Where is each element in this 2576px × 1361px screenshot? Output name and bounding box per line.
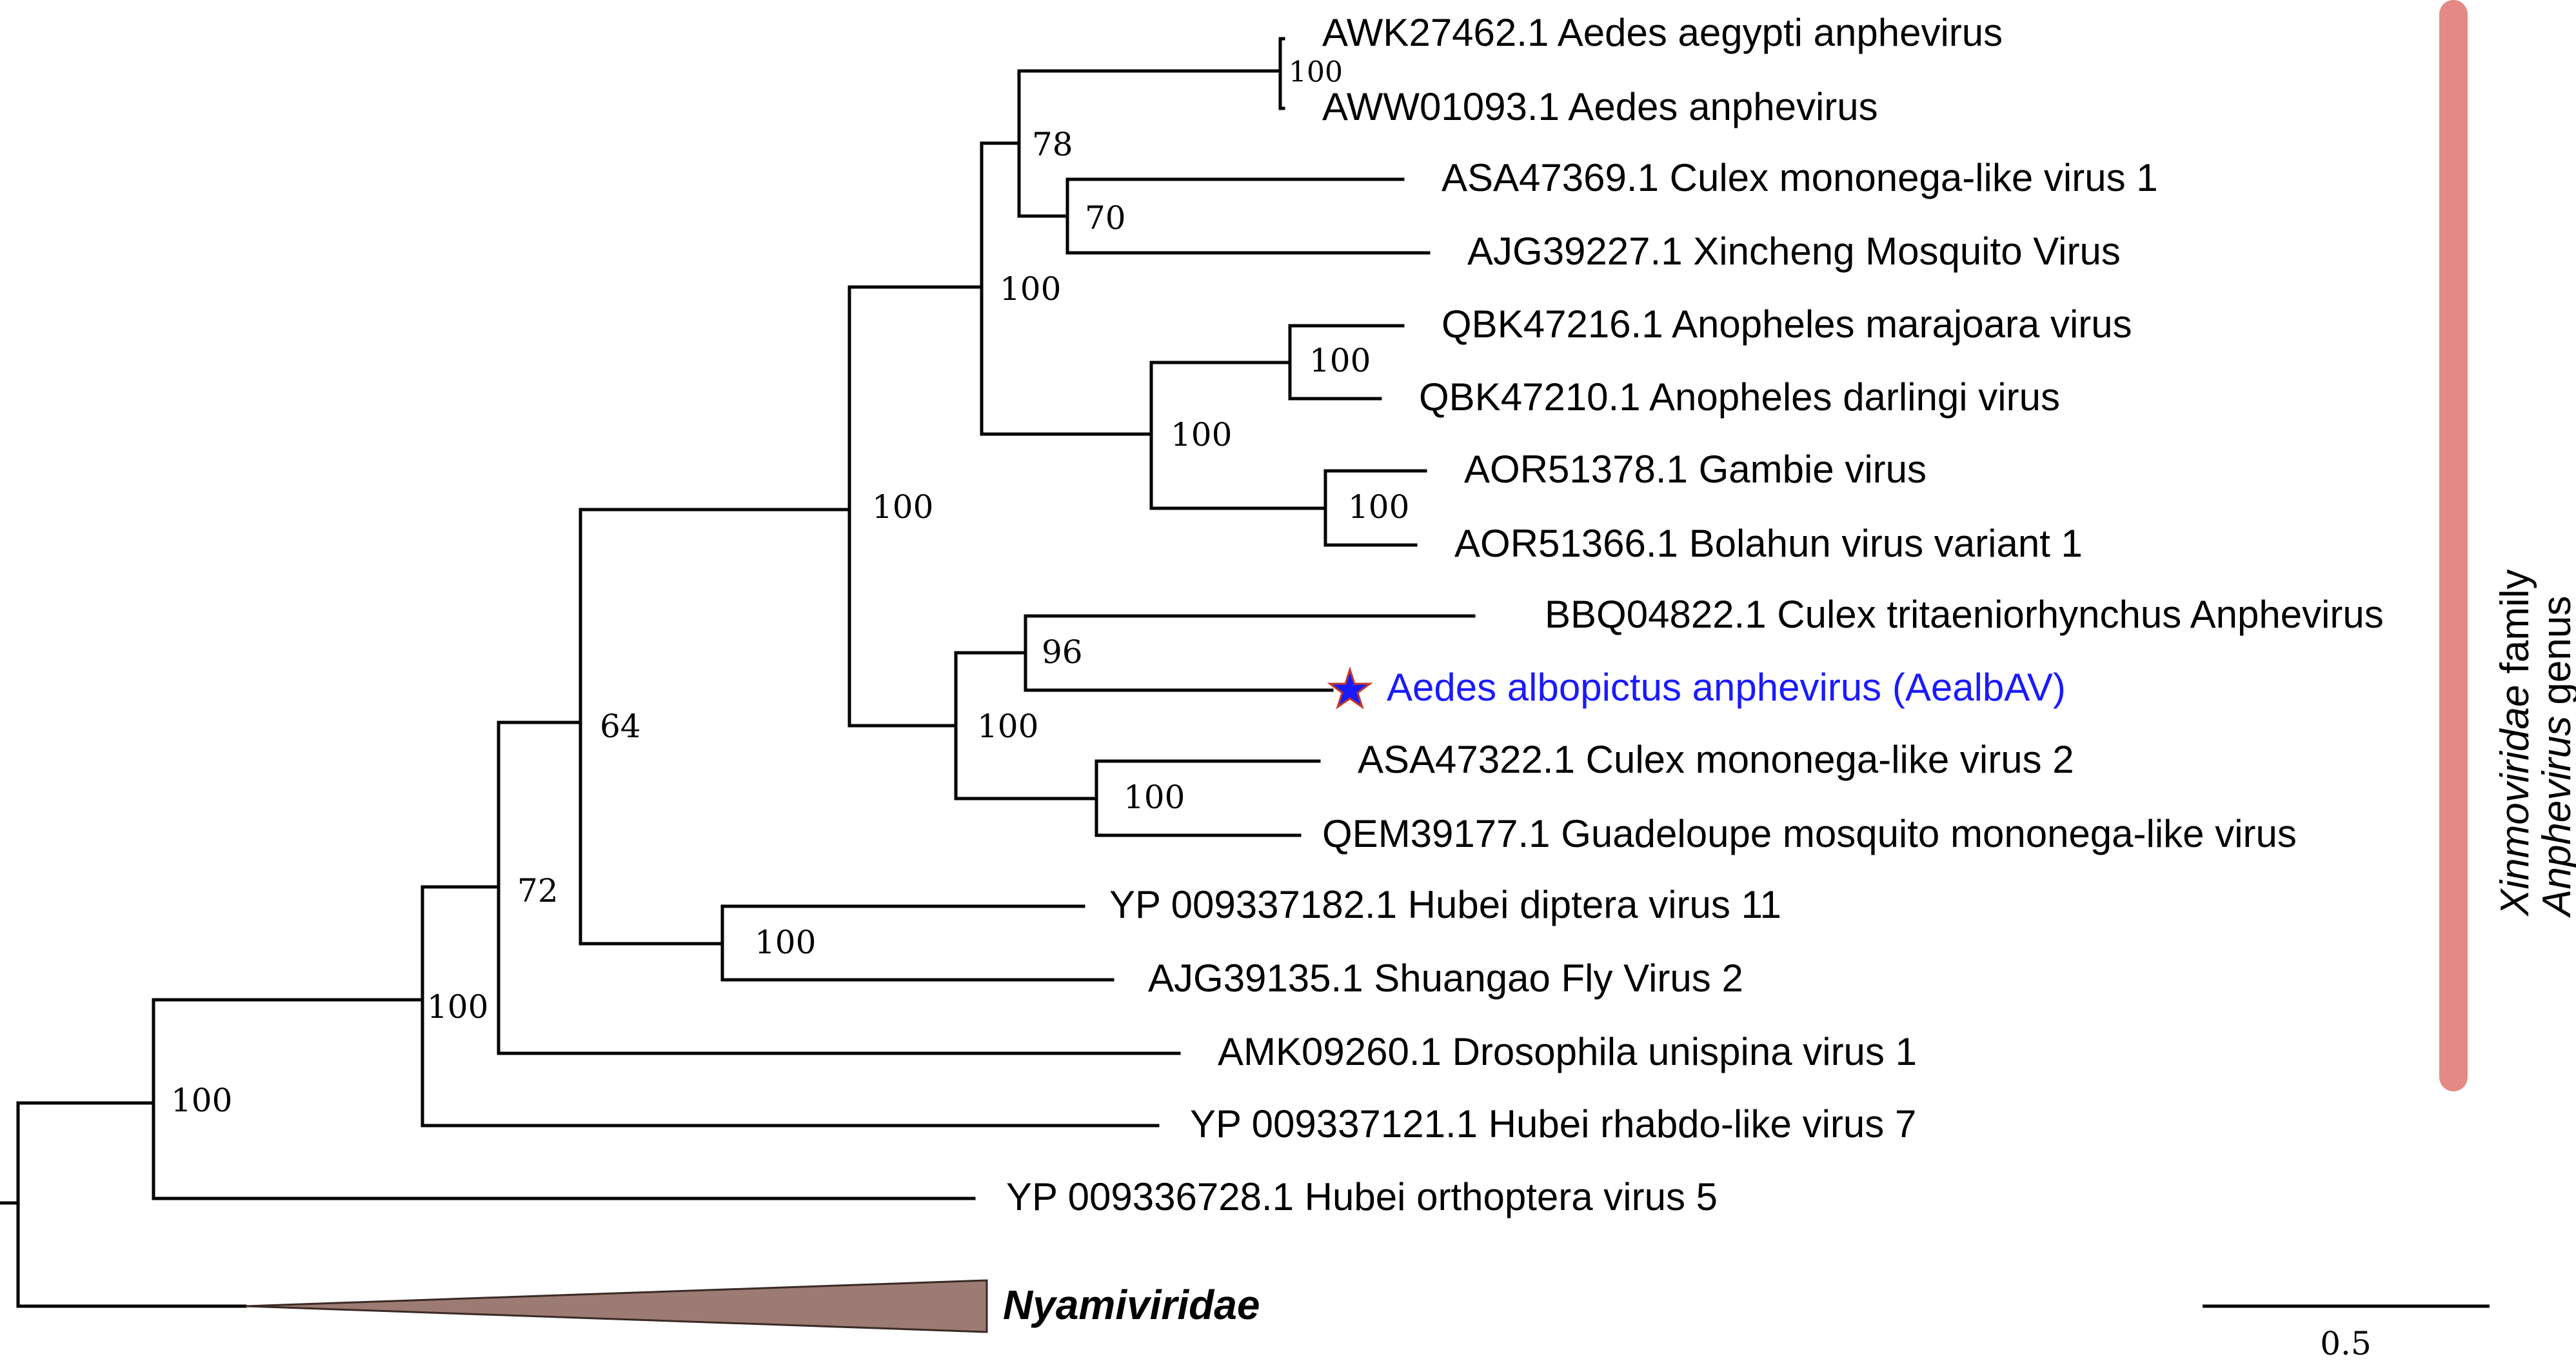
tip-label: YP 009337182.1 Hubei diptera virus 11 [1109,883,1781,926]
support-value: 100 [427,988,488,1026]
support-value: 100 [1309,342,1371,379]
tip-label: QBK47216.1 Anopheles marajoara virus [1442,303,2132,346]
tip-label: AWK27462.1 Aedes aegypti anphevirus [1322,11,2003,54]
family-name: Xinmoviridae [2493,685,2537,917]
tip-label: AJG39227.1 Xincheng Mosquito Virus [1467,230,2121,273]
support-value: 100 [872,488,933,526]
support-value: 100 [1000,270,1061,308]
tip-label: ASA47369.1 Culex mononega-like virus 1 [1442,156,2158,199]
clade-bracket-bar [2439,0,2468,1091]
support-value: 100 [1171,416,1232,453]
tip-label: AOR51366.1 Bolahun virus variant 1 [1454,522,2083,565]
genus-name: Anphevirus [2535,716,2576,919]
genus-suffix: genus [2535,596,2576,716]
family-suffix: family [2493,569,2537,684]
support-value: 100 [1348,488,1409,526]
highlighted-tip-label: Aedes albopictus anphevirus (AealbAV) [1387,666,2066,709]
genus-label: Anphevirus genus [2535,596,2576,919]
support-value: 70 [1085,199,1126,237]
scale-bar-label: 0.5 [2320,1325,2372,1361]
tip-label: AMK09260.1 Drosophila unispina virus 1 [1218,1030,1917,1073]
support-value: 100 [171,1082,232,1119]
family-label: Xinmoviridae family [2493,569,2537,917]
tip-label: YP 009336728.1 Hubei orthoptera virus 5 [1006,1175,1718,1218]
tip-label: QEM39177.1 Guadeloupe mosquito mononega-… [1322,812,2297,855]
tip-label: AWW01093.1 Aedes anphevirus [1322,85,1878,128]
tip-label: YP 009337121.1 Hubei rhabdo-like virus 7 [1190,1102,1916,1146]
support-value: 100 [1289,56,1343,89]
support-value: 72 [517,872,559,909]
support-value: 78 [1032,126,1073,163]
tip-label: ASA47322.1 Culex mononega-like virus 2 [1358,738,2074,781]
support-value: 96 [1042,633,1083,671]
tip-label: BBQ04822.1 Culex tritaeniorhynchus Anphe… [1545,593,2384,636]
tip-label: AJG39135.1 Shuangao Fly Virus 2 [1148,957,1743,1000]
support-value: 100 [1124,779,1185,816]
support-value: 100 [977,708,1038,745]
support-value: 100 [755,924,816,961]
star-icon [1327,666,1373,710]
tip-label: QBK47210.1 Anopheles darlingi virus [1419,375,2060,419]
collapsed-clade-label: Nyamiviridae [1003,1282,1260,1328]
support-value: 64 [600,708,641,745]
collapsed-clade-triangle [244,1279,988,1333]
tip-label: AOR51378.1 Gambie virus [1464,448,1927,491]
